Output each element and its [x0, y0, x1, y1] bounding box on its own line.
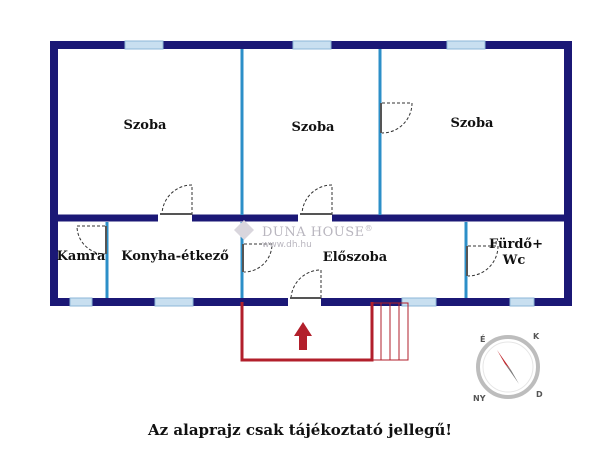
watermark-url: www.dh.hu [262, 240, 312, 250]
compass-west: NY [473, 394, 486, 403]
door-swing [76, 102, 499, 299]
window [69, 297, 93, 307]
room-label-szoba-middle: Szoba [292, 120, 336, 135]
door-leaf [105, 103, 468, 299]
svg-text:DUNA HOUSE®: DUNA HOUSE® [262, 224, 373, 240]
room-label-eloszoba: Előszoba [323, 250, 388, 265]
compass-east: K [533, 332, 540, 341]
entrance-arrow-icon [294, 322, 312, 350]
floor-plan: DUNA HOUSE® www.dh.hu Szoba Szoba Szoba … [50, 40, 572, 403]
watermark: DUNA HOUSE® www.dh.hu [234, 220, 373, 250]
compass-north: É [480, 333, 485, 344]
door-opening [288, 298, 321, 306]
window [154, 297, 194, 307]
door-opening [158, 214, 192, 222]
door-opening [298, 214, 332, 222]
compass: É K NY D [473, 332, 543, 403]
window [124, 40, 164, 50]
disclaimer-text: Az alaprajz csak tájékoztató jellegű! [148, 421, 452, 439]
compass-needle-north-icon [497, 350, 511, 370]
room-label-szoba-right: Szoba [451, 116, 495, 131]
duna-house-logo-icon [234, 220, 254, 240]
stairs [371, 302, 409, 361]
window [509, 297, 535, 307]
watermark-registered: ® [365, 224, 374, 233]
compass-south: D [536, 390, 543, 399]
watermark-brand: DUNA HOUSE [262, 225, 365, 240]
window [292, 40, 332, 50]
room-label-furdo-line2: Wc [502, 253, 526, 268]
room-label-szoba-left: Szoba [124, 118, 168, 133]
room-label-kamra: Kamra [57, 249, 106, 264]
window [401, 297, 437, 307]
room-label-furdo-line1: Fürdő+ [489, 237, 543, 252]
compass-needle-south-icon [505, 364, 519, 384]
window [446, 40, 486, 50]
room-label-konyha: Konyha-étkező [121, 249, 229, 264]
